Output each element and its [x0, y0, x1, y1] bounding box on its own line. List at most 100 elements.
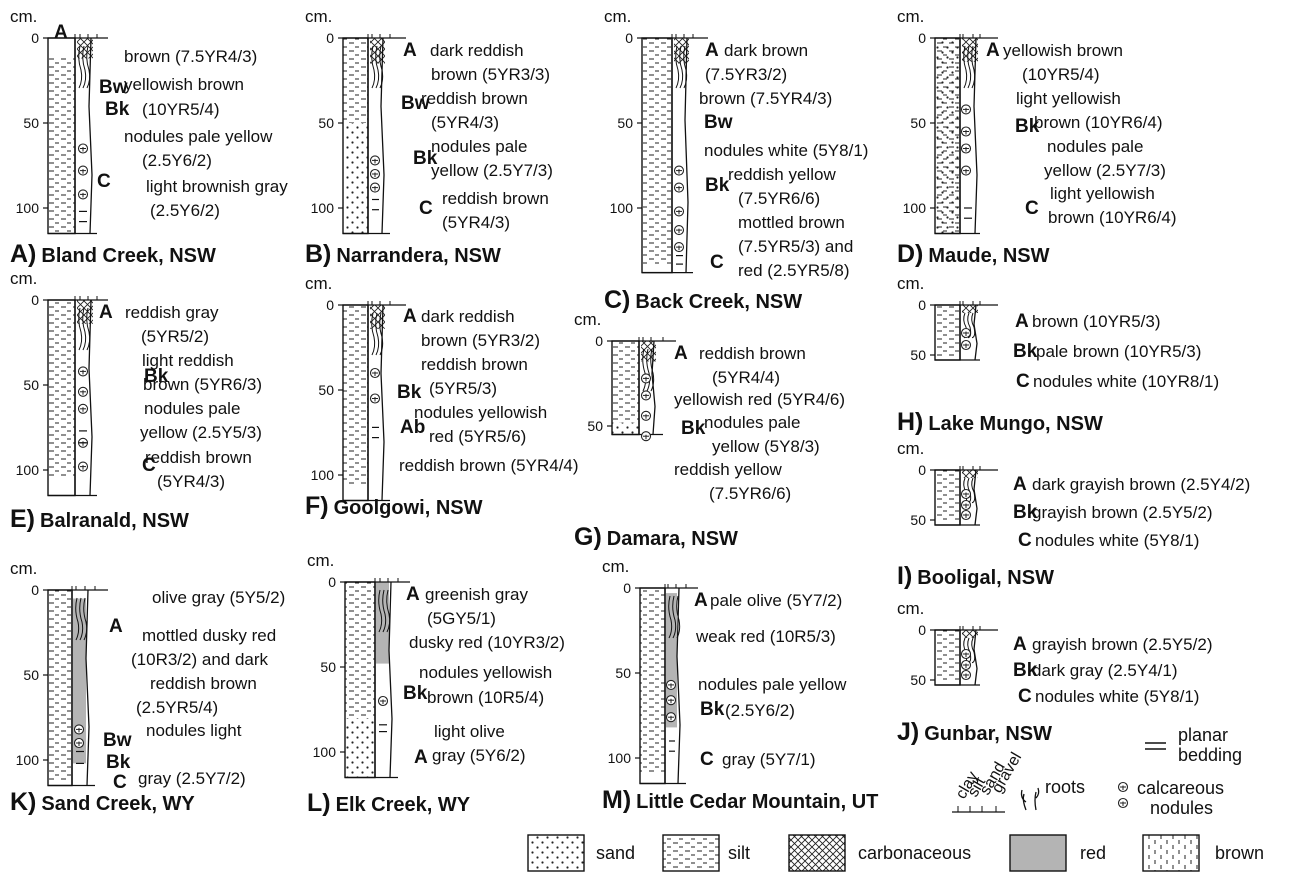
depth-tick-label: 50 — [23, 377, 39, 393]
profile-name: Sand Creek, WY — [41, 793, 195, 815]
horizon-description: nodules white (5Y8/1) — [1035, 687, 1199, 706]
depth-unit-label: cm. — [307, 551, 334, 570]
profile-lake-mungo-nsw: cm.050Abrown (10YR5/3)Bkpale brown (10YR… — [897, 274, 1219, 436]
horizon-description: yellow (2.5Y7/3) — [431, 161, 553, 180]
horizon-description: brown (10YR6/4) — [1048, 208, 1177, 227]
legend-swatch-sand — [528, 835, 584, 871]
profile-title: E)Balranald, NSW — [10, 505, 189, 533]
depth-unit-label: cm. — [602, 557, 629, 576]
horizon-description: light brownish gray — [146, 177, 288, 196]
horizon-code-bk: Bk — [106, 752, 131, 773]
horizon-description: brown (7.5YR4/3) — [699, 89, 832, 108]
depth-tick-label: 100 — [16, 752, 40, 768]
depth-unit-label: cm. — [10, 269, 37, 288]
depth-unit-label: cm. — [604, 7, 631, 26]
depth-tick-label: 50 — [910, 672, 926, 688]
horizon-description: nodules light — [146, 721, 242, 740]
silt-fill — [343, 305, 368, 484]
horizon-description: reddish brown — [699, 344, 806, 363]
horizon-code-bw: Bw — [704, 112, 733, 133]
depth-tick-label: 0 — [595, 333, 603, 349]
horizon-description: yellow (2.5Y5/3) — [140, 423, 262, 442]
horizon-description: nodules white (5Y8/1) — [704, 141, 868, 160]
depth-tick-label: 0 — [918, 462, 926, 478]
horizon-code-a: A — [403, 306, 417, 327]
depth-tick-label: 50 — [318, 115, 334, 131]
profile-title: M)Little Cedar Mountain, UT — [602, 786, 878, 814]
profile-letter: G) — [574, 523, 602, 551]
profile-letter: F) — [305, 492, 329, 520]
profile-edge — [89, 300, 92, 496]
profile-goolgowi-nsw: cm.050100Adark reddishbrown (5YR3/2)Bkre… — [305, 274, 579, 520]
horizon-description: dark brown — [724, 41, 808, 60]
depth-tick-label: 0 — [625, 30, 633, 46]
profile-booligal-nsw: cm.050Adark grayish brown (2.5Y4/2)Bkgra… — [897, 439, 1250, 590]
horizon-code-bk: Bk — [403, 683, 428, 704]
horizon-description: red (5YR5/6) — [429, 427, 526, 446]
horizon-description: brown (5YR6/3) — [143, 375, 262, 394]
profile-name: Goolgowi, NSW — [334, 497, 483, 519]
profile-letter: J) — [897, 718, 919, 746]
profile-letter: D) — [897, 240, 923, 268]
legend-planar-label-2: bedding — [1178, 745, 1242, 765]
roots-icon — [1022, 788, 1039, 810]
depth-tick-label: 50 — [23, 115, 39, 131]
legend-label-carbonaceous: carbonaceous — [858, 843, 971, 863]
horizon-description: pale olive (5Y7/2) — [710, 591, 842, 610]
legend-swatch-silt — [663, 835, 719, 871]
depth-unit-label: cm. — [305, 274, 332, 293]
depth-unit-label: cm. — [10, 7, 37, 26]
horizon-description: reddish yellow — [674, 460, 782, 479]
horizon-code-c: C — [710, 252, 724, 273]
profile-title: C)Back Creek, NSW — [604, 286, 802, 314]
profile-maude-nsw: cm.050100Ayellowish brown(10YR5/4)Bkligh… — [897, 7, 1177, 268]
depth-tick-label: 50 — [615, 665, 631, 681]
horizon-description: yellowish brown — [1003, 41, 1123, 60]
horizon-description: nodules yellowish — [414, 403, 547, 422]
horizon-description: reddish brown — [145, 448, 252, 467]
horizon-description: pale brown (10YR5/3) — [1036, 342, 1201, 361]
horizon-description: red (2.5YR5/8) — [738, 261, 850, 280]
horizon-code-a: A — [986, 40, 1000, 61]
profile-narrandera-nsw: cm.050100Adark reddishbrown (5YR3/3)Bwre… — [305, 7, 553, 268]
horizon-description: reddish gray — [125, 303, 219, 322]
horizon-code-c: C — [1016, 371, 1030, 392]
horizon-description: brown (10YR5/3) — [1032, 312, 1161, 331]
depth-tick-label: 100 — [16, 200, 40, 216]
profile-name: Bland Creek, NSW — [41, 245, 216, 267]
horizon-description: yellowish red (5YR4/6) — [674, 390, 845, 409]
horizon-description: reddish brown — [421, 355, 528, 374]
horizon-description: brown (5YR3/3) — [431, 65, 550, 84]
horizon-description: (7.5YR3/2) — [705, 65, 787, 84]
horizon-description: (2.5Y6/2) — [150, 201, 220, 220]
depth-tick-label: 50 — [587, 418, 603, 434]
depth-tick-label: 50 — [910, 512, 926, 528]
horizon-code-c: C — [97, 171, 111, 192]
horizon-description: dark reddish — [421, 307, 515, 326]
profile-name: Elk Creek, WY — [336, 794, 471, 816]
horizon-description: (5GY5/1) — [427, 609, 496, 628]
horizon-code-a: A — [109, 616, 123, 637]
legend-planar-label-1: planar — [1178, 725, 1228, 745]
horizon-description: nodules yellowish — [419, 663, 552, 682]
horizon-description: dusky red (10YR3/2) — [409, 633, 565, 652]
horizon-description: olive gray (5Y5/2) — [152, 588, 285, 607]
silt-fill — [642, 38, 672, 264]
horizon-description: (5YR5/3) — [429, 379, 497, 398]
depth-tick-label: 0 — [31, 582, 39, 598]
grain-size-scale: claysiltsandgravel — [952, 750, 1025, 812]
silt-fill — [48, 58, 75, 233]
legend-roots-label: roots — [1045, 777, 1085, 797]
horizon-description: gray (5Y7/1) — [722, 750, 816, 769]
profile-sand-creek-wy: cm.050100Aolive gray (5Y5/2)Bwmottled du… — [10, 559, 285, 816]
depth-tick-label: 0 — [326, 30, 334, 46]
silt-fill — [935, 470, 960, 522]
horizon-description: (2.5YR5/4) — [136, 698, 218, 717]
horizon-description: (7.5YR6/6) — [738, 189, 820, 208]
depth-tick-label: 100 — [903, 200, 927, 216]
profile-gunbar-nsw: cm.050Agrayish brown (2.5Y5/2)Bkdark gra… — [897, 599, 1212, 746]
profile-name: Balranald, NSW — [40, 510, 189, 532]
legend-calcareous-label-1: calcareous — [1137, 778, 1224, 798]
